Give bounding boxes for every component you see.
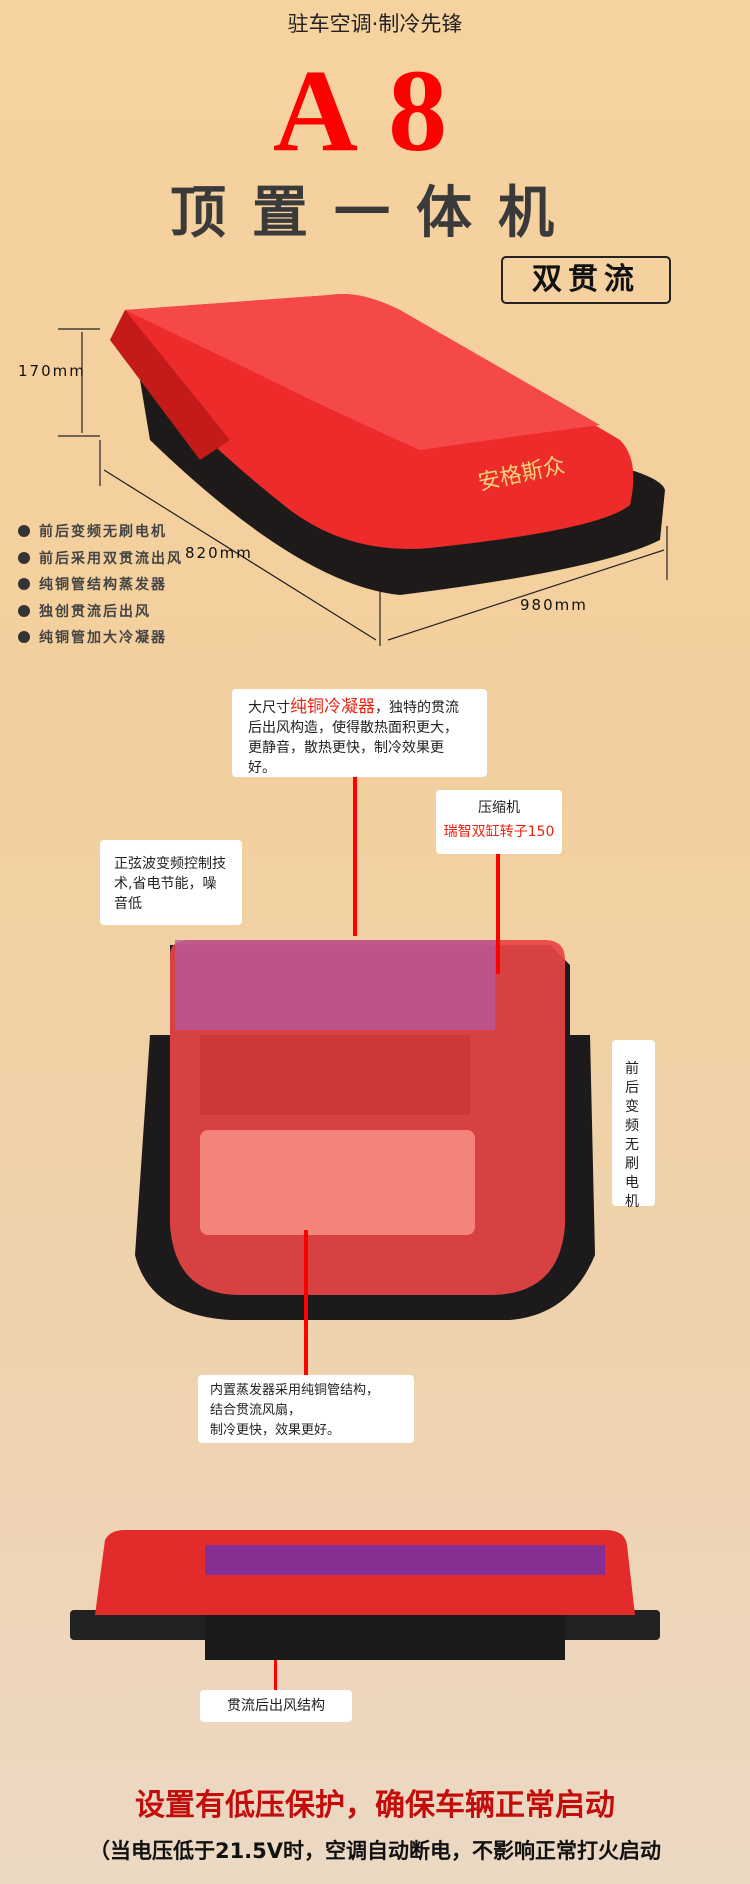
feature-item: 前后变频无刷电机 — [18, 518, 183, 545]
callout-text: 内置蒸发器采用纯铜管结构， — [210, 1383, 380, 1398]
callout-text: 大尺寸 — [248, 700, 290, 716]
side-vent-grille — [110, 310, 230, 460]
bullet-icon — [18, 631, 30, 644]
callout-detail: 瑞智双缸转子150 — [443, 824, 555, 840]
callout-rear-outlet: 贯流后出风结构 — [200, 1690, 352, 1722]
bullet-icon — [18, 604, 30, 617]
footer-headline: 设置有低压保护，确保车辆正常启动 — [135, 1788, 615, 1823]
feature-text: 前后变频无刷电机 — [39, 524, 167, 541]
depth-dimension: 820mm — [185, 544, 253, 562]
callout-evaporator: 内置蒸发器采用纯铜管结构， 结合贯流风扇， 制冷更快，效果更好。 — [198, 1375, 414, 1443]
callout-text: ，独特的贯流后出风构造，使得散热面积更大，更静音，散热更快，制冷效果更好。 — [248, 700, 459, 776]
bullet-icon — [18, 525, 30, 538]
body-top — [125, 294, 600, 450]
feature-text: 独创贯流后出风 — [39, 603, 151, 620]
callout-motor: 前后变频无刷电机 — [612, 1040, 655, 1210]
width-dimension: 980mm — [520, 596, 588, 614]
product-image: 安格斯众 — [58, 294, 668, 646]
callout-inverter: 正弦波变频控制技术,省电节能，噪音低 — [100, 840, 242, 925]
callout-title: 压缩机 — [478, 800, 520, 816]
height-dimension: 170mm — [18, 362, 86, 380]
callout-highlight: 纯铜冷凝器 — [290, 697, 375, 717]
callout-line — [496, 854, 500, 974]
callout-condenser: 大尺寸纯铜冷凝器，独特的贯流后出风构造，使得散热面积更大，更静音，散热更快，制冷… — [232, 689, 487, 777]
model-name: A8 — [272, 45, 478, 176]
feature-item: 前后采用双贯流出风 — [18, 545, 183, 572]
feature-list: 前后变频无刷电机 前后采用双贯流出风 纯铜管结构蒸发器 独创贯流后出风 纯铜管加… — [18, 518, 183, 651]
callout-line — [274, 1640, 277, 1690]
rear-view-image — [70, 1530, 660, 1660]
callout-line — [353, 776, 357, 936]
feature-text: 纯铜管结构蒸发器 — [39, 577, 167, 594]
feature-text: 前后采用双贯流出风 — [39, 550, 183, 567]
feature-item: 独创贯流后出风 — [18, 598, 183, 625]
callout-text: 制冷更快，效果更好。 — [210, 1423, 341, 1438]
feature-item: 纯铜管加大冷凝器 — [18, 624, 183, 651]
bullet-icon — [18, 551, 30, 564]
tagline: 驻车空调·制冷先锋 — [287, 12, 463, 36]
bullet-icon — [18, 578, 30, 591]
product-subtitle: 顶置一体机 — [170, 181, 580, 246]
callout-text: 结合贯流风扇， — [210, 1403, 302, 1418]
feature-text: 纯铜管加大冷凝器 — [39, 630, 167, 647]
dimension-lines — [58, 328, 668, 646]
footer-note: （当电压低于21.5V时，空调自动断电，不影响正常打火启动 — [88, 1839, 662, 1863]
badge-dual-crossflow: 双贯流 — [501, 256, 671, 304]
internal-view-image — [135, 940, 595, 1320]
callout-line — [304, 1230, 308, 1375]
callout-compressor: 压缩机 瑞智双缸转子150 — [436, 790, 562, 854]
feature-item: 纯铜管结构蒸发器 — [18, 571, 183, 598]
